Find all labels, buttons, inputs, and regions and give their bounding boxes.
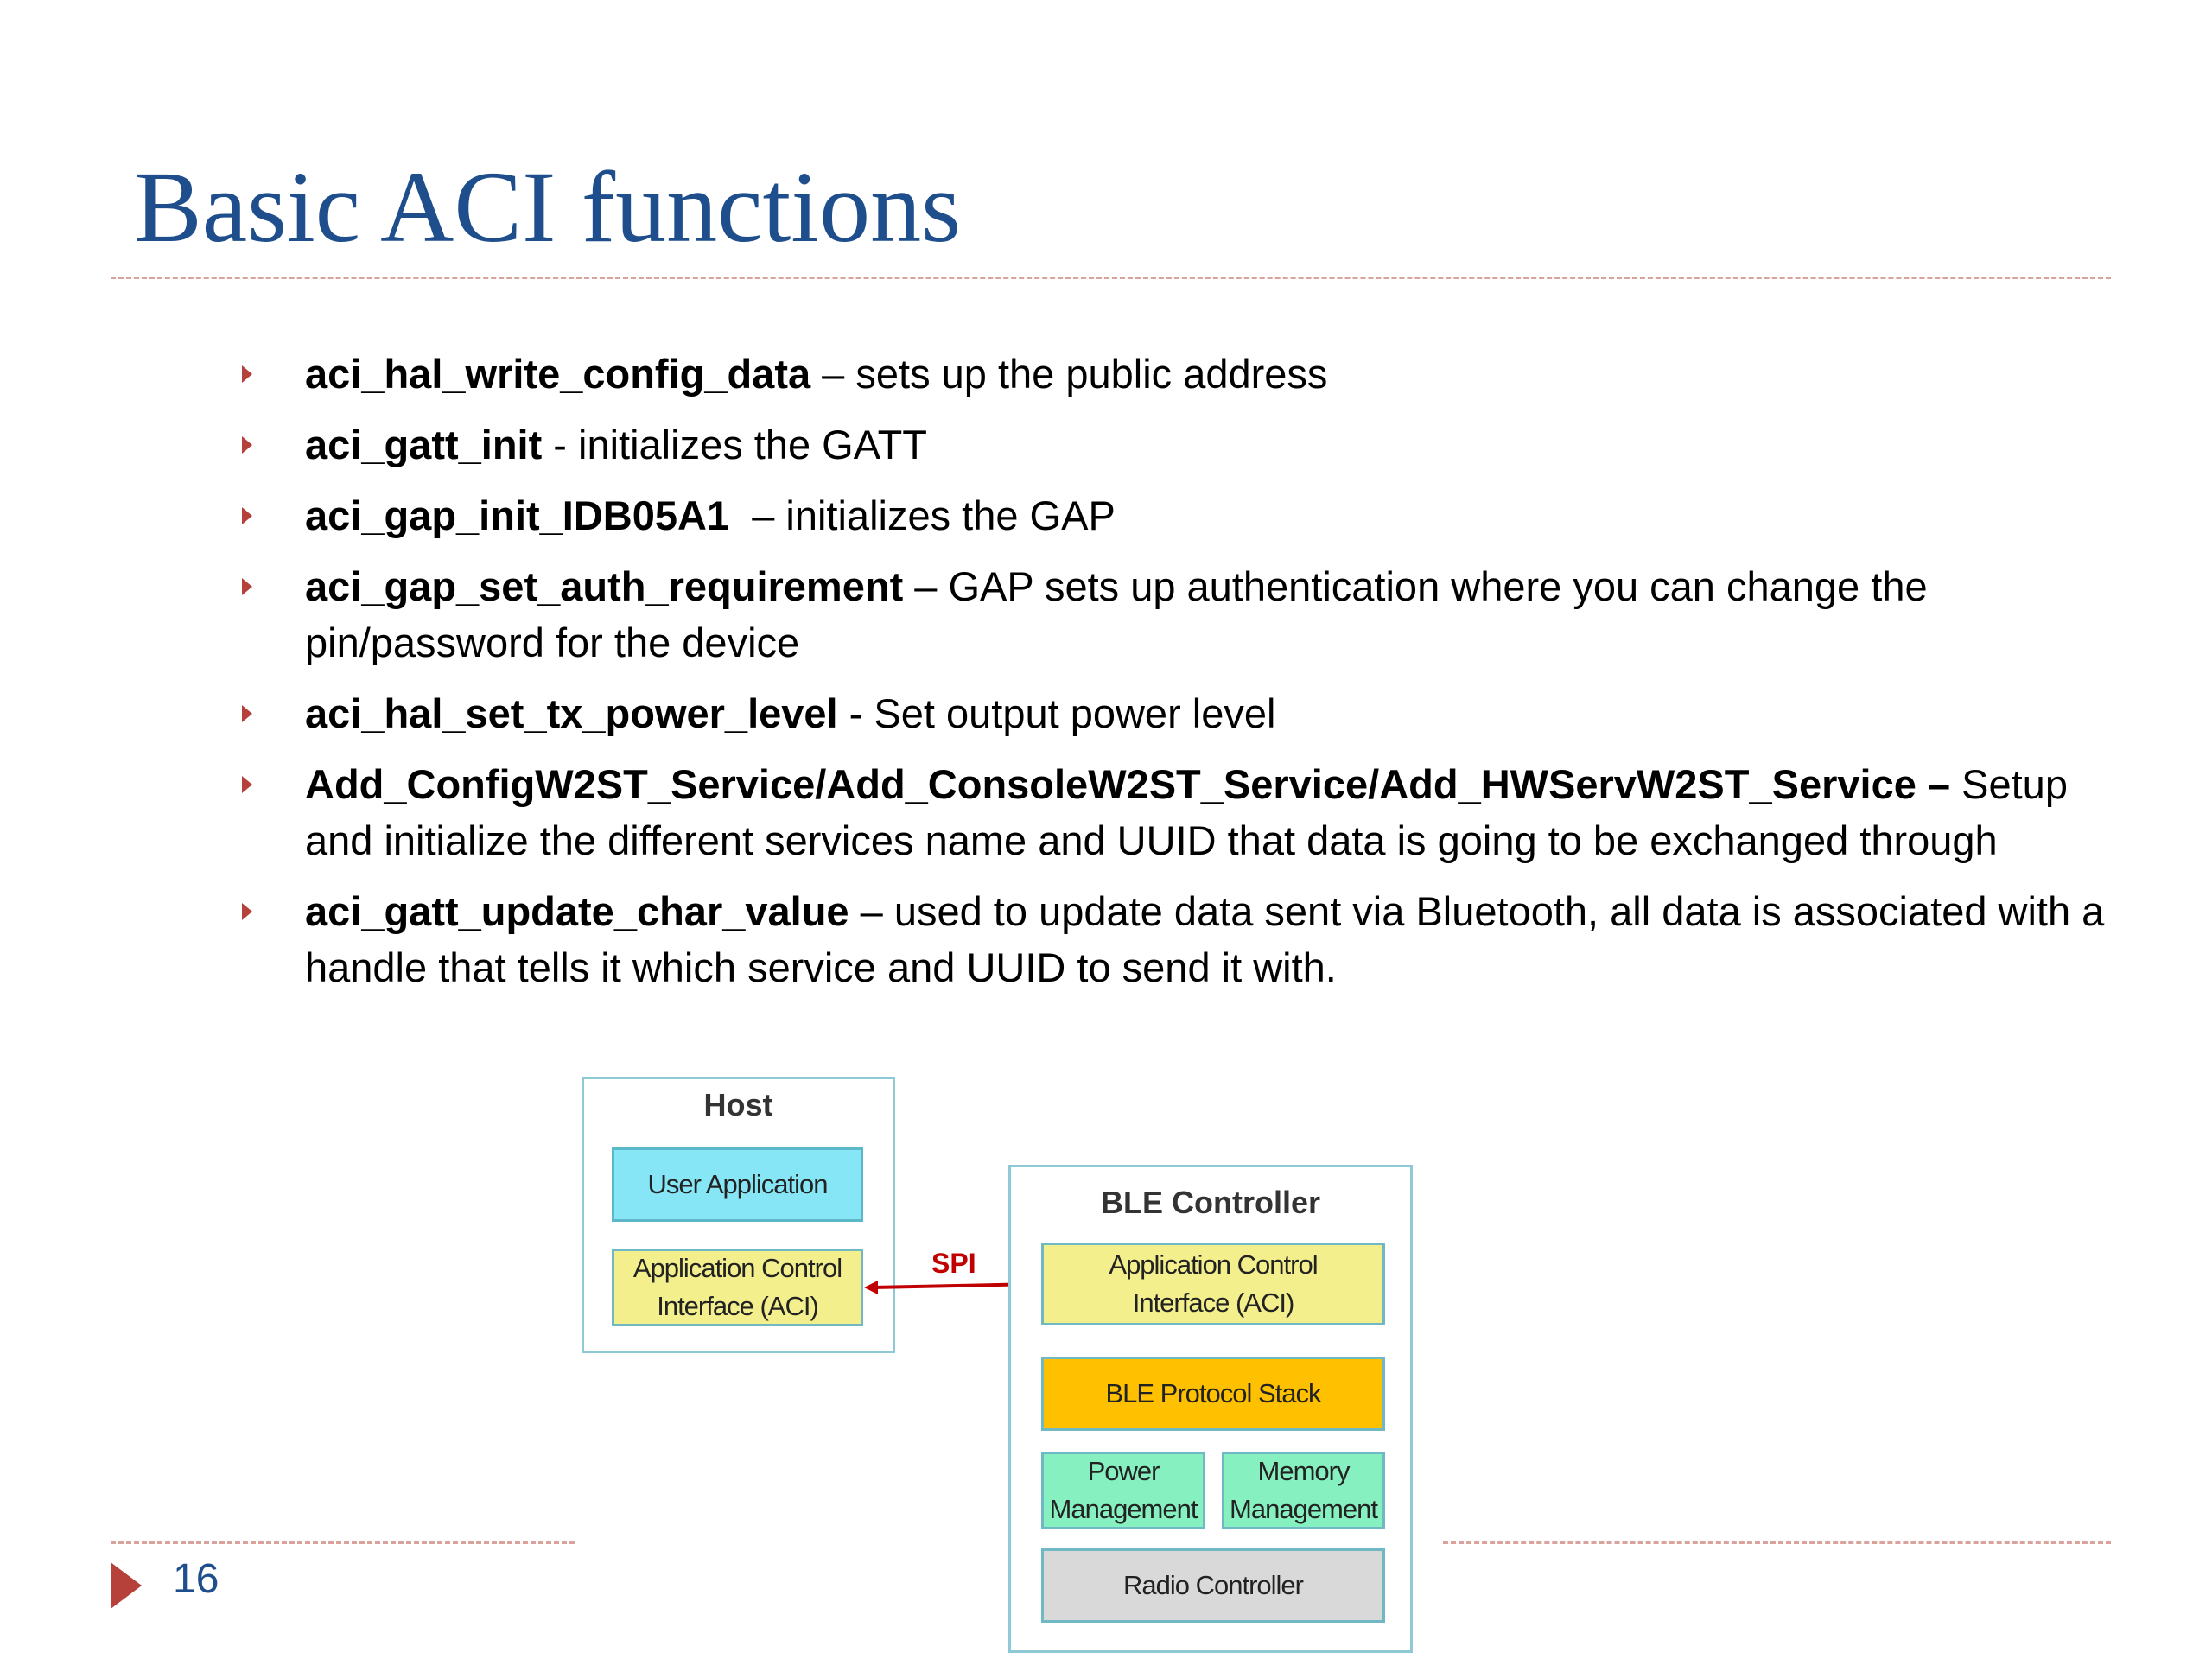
function-description: – used to update data sent via Bluetooth… — [305, 888, 2105, 990]
footer-divider-left — [111, 1541, 575, 1544]
bullet-arrow-icon — [242, 365, 252, 383]
function-name: aci_hal_write_config_data — [305, 351, 811, 397]
ble-controller-label: BLE Controller — [1100, 1185, 1320, 1220]
bullet-arrow-icon — [242, 436, 252, 454]
bullet-arrow-icon — [242, 705, 252, 722]
memory-management-box: Memory Management — [1222, 1452, 1385, 1529]
slide-title: Basic ACI functions — [134, 150, 962, 264]
host-aci-box: Application Control Interface (ACI) — [612, 1249, 863, 1326]
footer-divider-right — [1443, 1541, 2111, 1544]
spi-label: SPI — [931, 1248, 976, 1279]
page-marker-icon — [111, 1562, 142, 1609]
function-description: – sets up the public address — [810, 351, 1328, 397]
function-description: – GAP sets up authentication where you c… — [305, 563, 1928, 665]
function-description: - initializes the GATT — [542, 422, 927, 467]
title-divider — [111, 276, 2111, 279]
function-name: aci_gap_set_auth_requirement — [305, 563, 904, 609]
function-name: aci_hal_set_tx_power_level — [305, 690, 838, 736]
host-label: Host — [703, 1087, 773, 1122]
bullet-item: aci_gap_init_IDB05A1 – initializes the G… — [242, 487, 2143, 543]
function-name: aci_gap_init_IDB05A1 — [305, 493, 730, 538]
bullet-list: aci_hal_write_config_data – sets up the … — [242, 346, 2143, 1010]
function-name: aci_gatt_update_char_value — [305, 888, 849, 934]
bullet-item: aci_gatt_update_char_value – used to upd… — [242, 883, 2143, 995]
bullet-arrow-icon — [242, 578, 252, 595]
bullet-item: aci_gatt_init - initializes the GATT — [242, 416, 2143, 473]
function-description: – initializes the GAP — [729, 493, 1116, 538]
bullet-arrow-icon — [242, 776, 252, 793]
bullet-arrow-icon — [242, 903, 252, 920]
radio-controller-box: Radio Controller — [1041, 1548, 1385, 1623]
bullet-item: aci_gap_set_auth_requirement – GAP sets … — [242, 558, 2143, 671]
power-management-box: Power Management — [1041, 1452, 1205, 1529]
bullet-item: aci_hal_write_config_data – sets up the … — [242, 346, 2143, 402]
bullet-item: aci_hal_set_tx_power_level - Set output … — [242, 685, 2143, 741]
page-number: 16 — [173, 1556, 219, 1602]
user-application-box: User Application — [612, 1147, 863, 1222]
controller-aci-box: Application Control Interface (ACI) — [1041, 1243, 1385, 1325]
function-description: Setup and initialize the different servi… — [305, 761, 2068, 863]
function-name: Add_ConfigW2ST_Service/Add_ConsoleW2ST_S… — [305, 761, 1951, 807]
bullet-arrow-icon — [242, 507, 252, 524]
function-name: aci_gatt_init — [305, 422, 543, 467]
ble-protocol-stack-box: BLE Protocol Stack — [1041, 1357, 1385, 1431]
function-description: - Set output power level — [837, 690, 1276, 736]
bullet-item: Add_ConfigW2ST_Service/Add_ConsoleW2ST_S… — [242, 756, 2143, 868]
